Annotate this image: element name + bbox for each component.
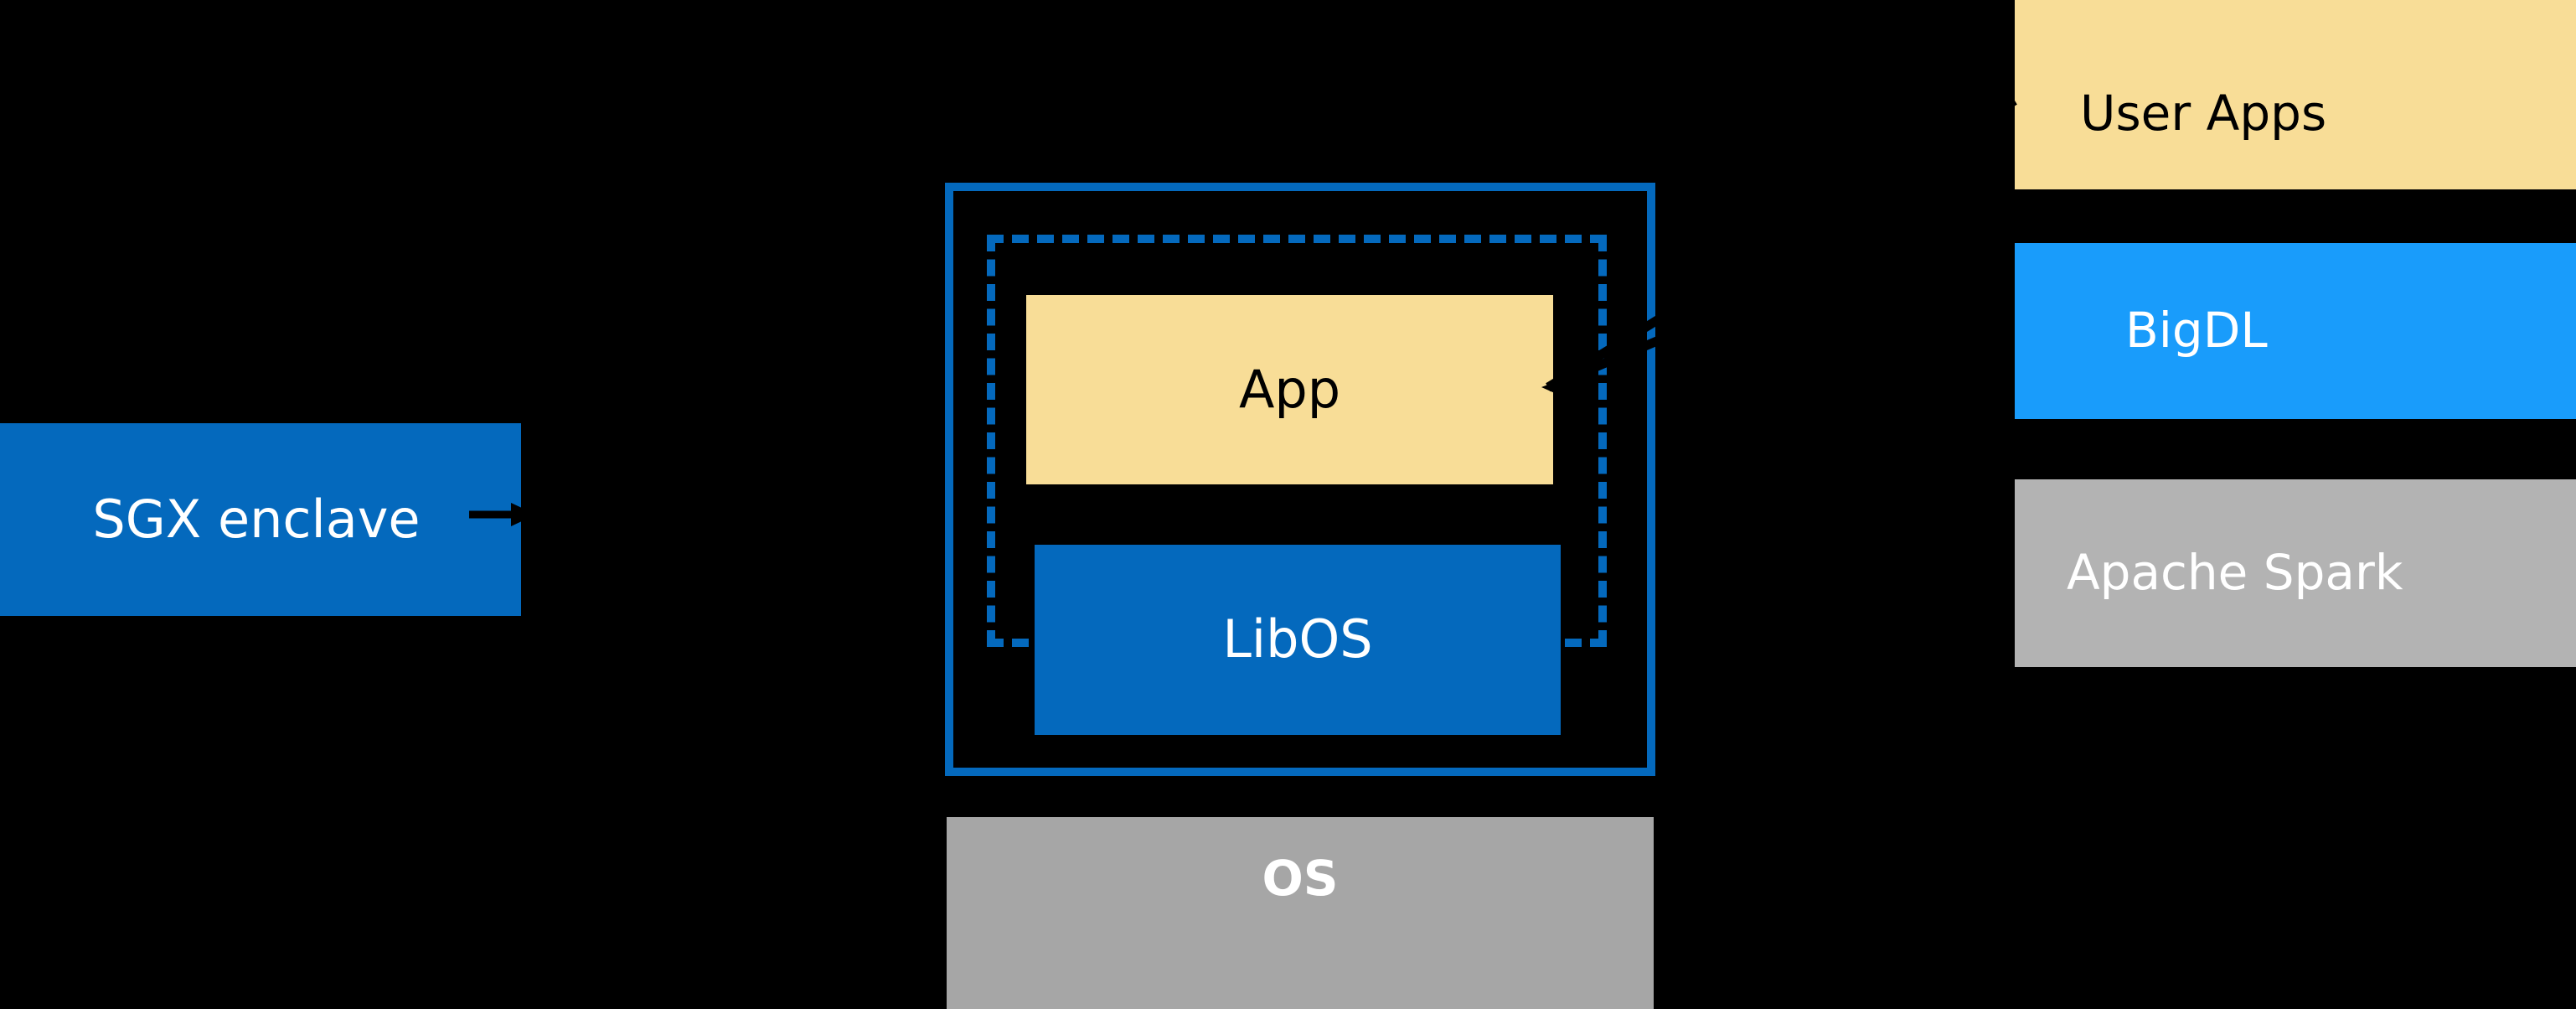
os-label: OS — [1262, 850, 1339, 907]
os-box[interactable]: OS — [947, 817, 1654, 1009]
sgx-enclave-label: SGX enclave — [92, 488, 421, 550]
apache-spark-label: Apache Spark — [2067, 544, 2403, 602]
bigdl-label: BigDL — [2125, 302, 2268, 360]
user-apps-label: User Apps — [2080, 85, 2327, 142]
libos-box[interactable]: LibOS — [1035, 545, 1561, 735]
enclave-outline-solid — [945, 183, 1655, 776]
bigdl-box[interactable]: BigDL — [2015, 243, 2576, 419]
apache-spark-box[interactable]: Apache Spark — [2015, 479, 2576, 667]
sgx-enclave-box[interactable]: SGX enclave — [0, 423, 521, 616]
app-box[interactable]: App — [1026, 295, 1553, 484]
user-apps-box[interactable]: User Apps — [2015, 0, 2576, 189]
libos-label: LibOS — [1222, 608, 1373, 670]
app-label: App — [1238, 358, 1341, 420]
